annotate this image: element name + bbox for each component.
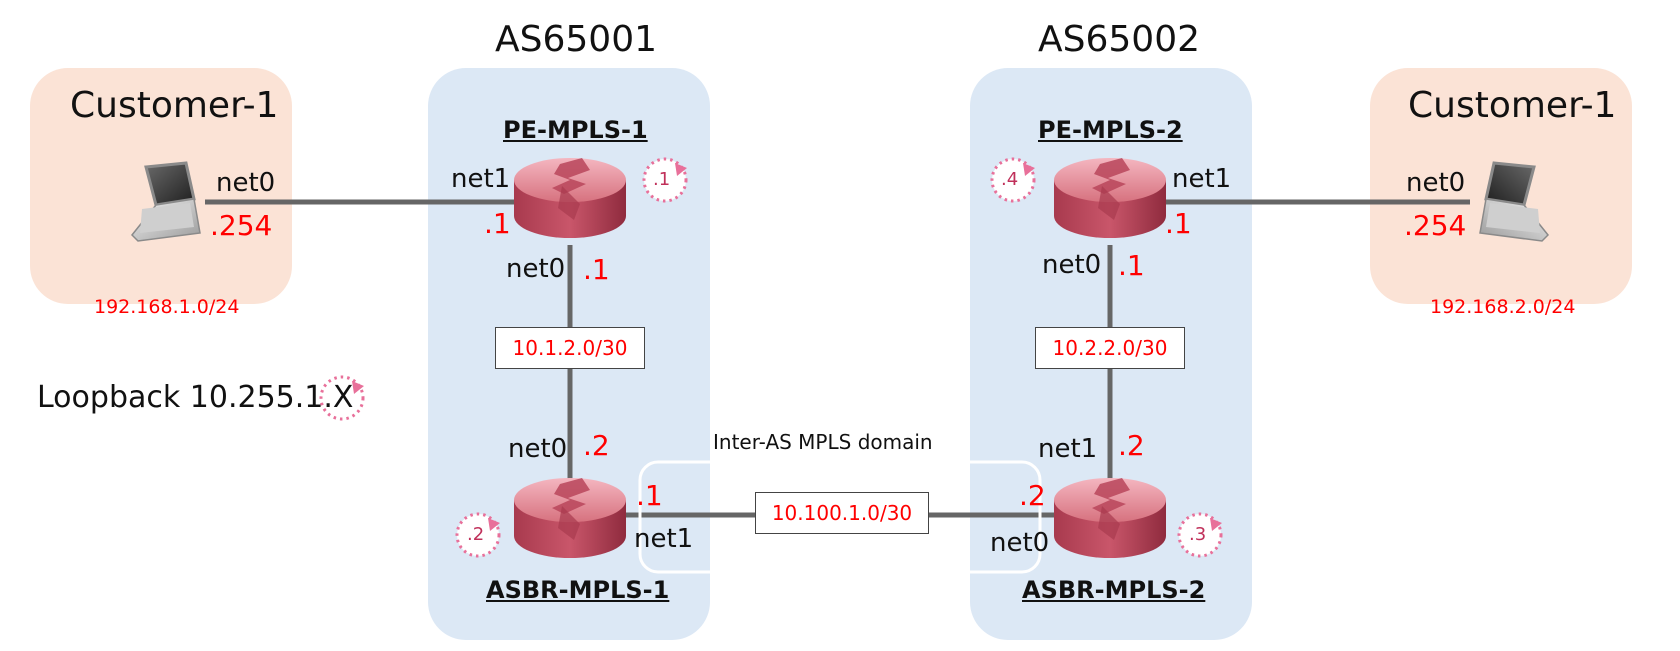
pe2-net0-label: net0 (1042, 250, 1102, 280)
customer-right-subnet: 192.168.2.0/24 (1430, 296, 1576, 318)
pe2-loopback: .4 (1001, 169, 1019, 190)
router-icon (514, 478, 626, 558)
inter-as-domain-box (638, 460, 1042, 574)
as65002-title: AS65002 (1038, 19, 1200, 60)
asbr1-name: ASBR-MPLS-1 (486, 576, 670, 604)
laptop-icon (130, 161, 202, 243)
asbr1-net1-label: net1 (634, 524, 694, 554)
customer-left-title: Customer-1 (70, 85, 279, 126)
pe1-name: PE-MPLS-1 (503, 116, 648, 144)
asbr1-net0-ip: .2 (583, 429, 610, 462)
asbr2-net1-label: net1 (1038, 434, 1098, 464)
pe1-net0-label: net0 (506, 254, 566, 284)
asbr2-name: ASBR-MPLS-2 (1022, 576, 1206, 604)
asbr1-loopback: .2 (467, 524, 485, 545)
customer-left-subnet: 192.168.1.0/24 (94, 296, 240, 318)
asbr1-net0-label: net0 (508, 434, 568, 464)
customer-right-title: Customer-1 (1408, 85, 1617, 126)
router-icon (514, 158, 626, 238)
customer-left-iface: net0 (216, 168, 276, 198)
inter-as-domain-label: Inter-AS MPLS domain (713, 430, 933, 454)
asbr2-loopback: .3 (1189, 524, 1207, 545)
customer-left-ip: .254 (210, 209, 273, 242)
pe2-net1-ip: .1 (1165, 207, 1192, 240)
links (205, 199, 1470, 518)
asbr2-net0-label: net0 (990, 528, 1050, 558)
link-inter-subnet: 10.100.1.0/30 (755, 492, 929, 534)
router-icon (1054, 478, 1166, 558)
pe1-net1-label: net1 (451, 164, 511, 194)
asbr2-net0-ip: .2 (1019, 479, 1046, 512)
router-icon (1054, 158, 1166, 238)
customer-right-ip: .254 (1404, 209, 1467, 242)
customer-right-iface: net0 (1406, 168, 1466, 198)
loopback-legend: Loopback 10.255.1.X (37, 380, 354, 415)
pe1-net0-ip: .1 (583, 253, 610, 286)
asbr2-net1-ip: .2 (1118, 429, 1145, 462)
pe2-net0-ip: .1 (1118, 249, 1145, 282)
pe1-net1-ip: .1 (484, 207, 511, 240)
laptop-icon (1478, 161, 1550, 243)
pe2-name: PE-MPLS-2 (1038, 116, 1183, 144)
pe2-net1-label: net1 (1172, 164, 1232, 194)
link-right-subnet: 10.2.2.0/30 (1035, 327, 1185, 369)
as65001-title: AS65001 (495, 19, 657, 60)
asbr1-net1-ip: .1 (636, 479, 663, 512)
pe1-loopback: .1 (653, 169, 671, 190)
link-left-subnet: 10.1.2.0/30 (495, 327, 645, 369)
